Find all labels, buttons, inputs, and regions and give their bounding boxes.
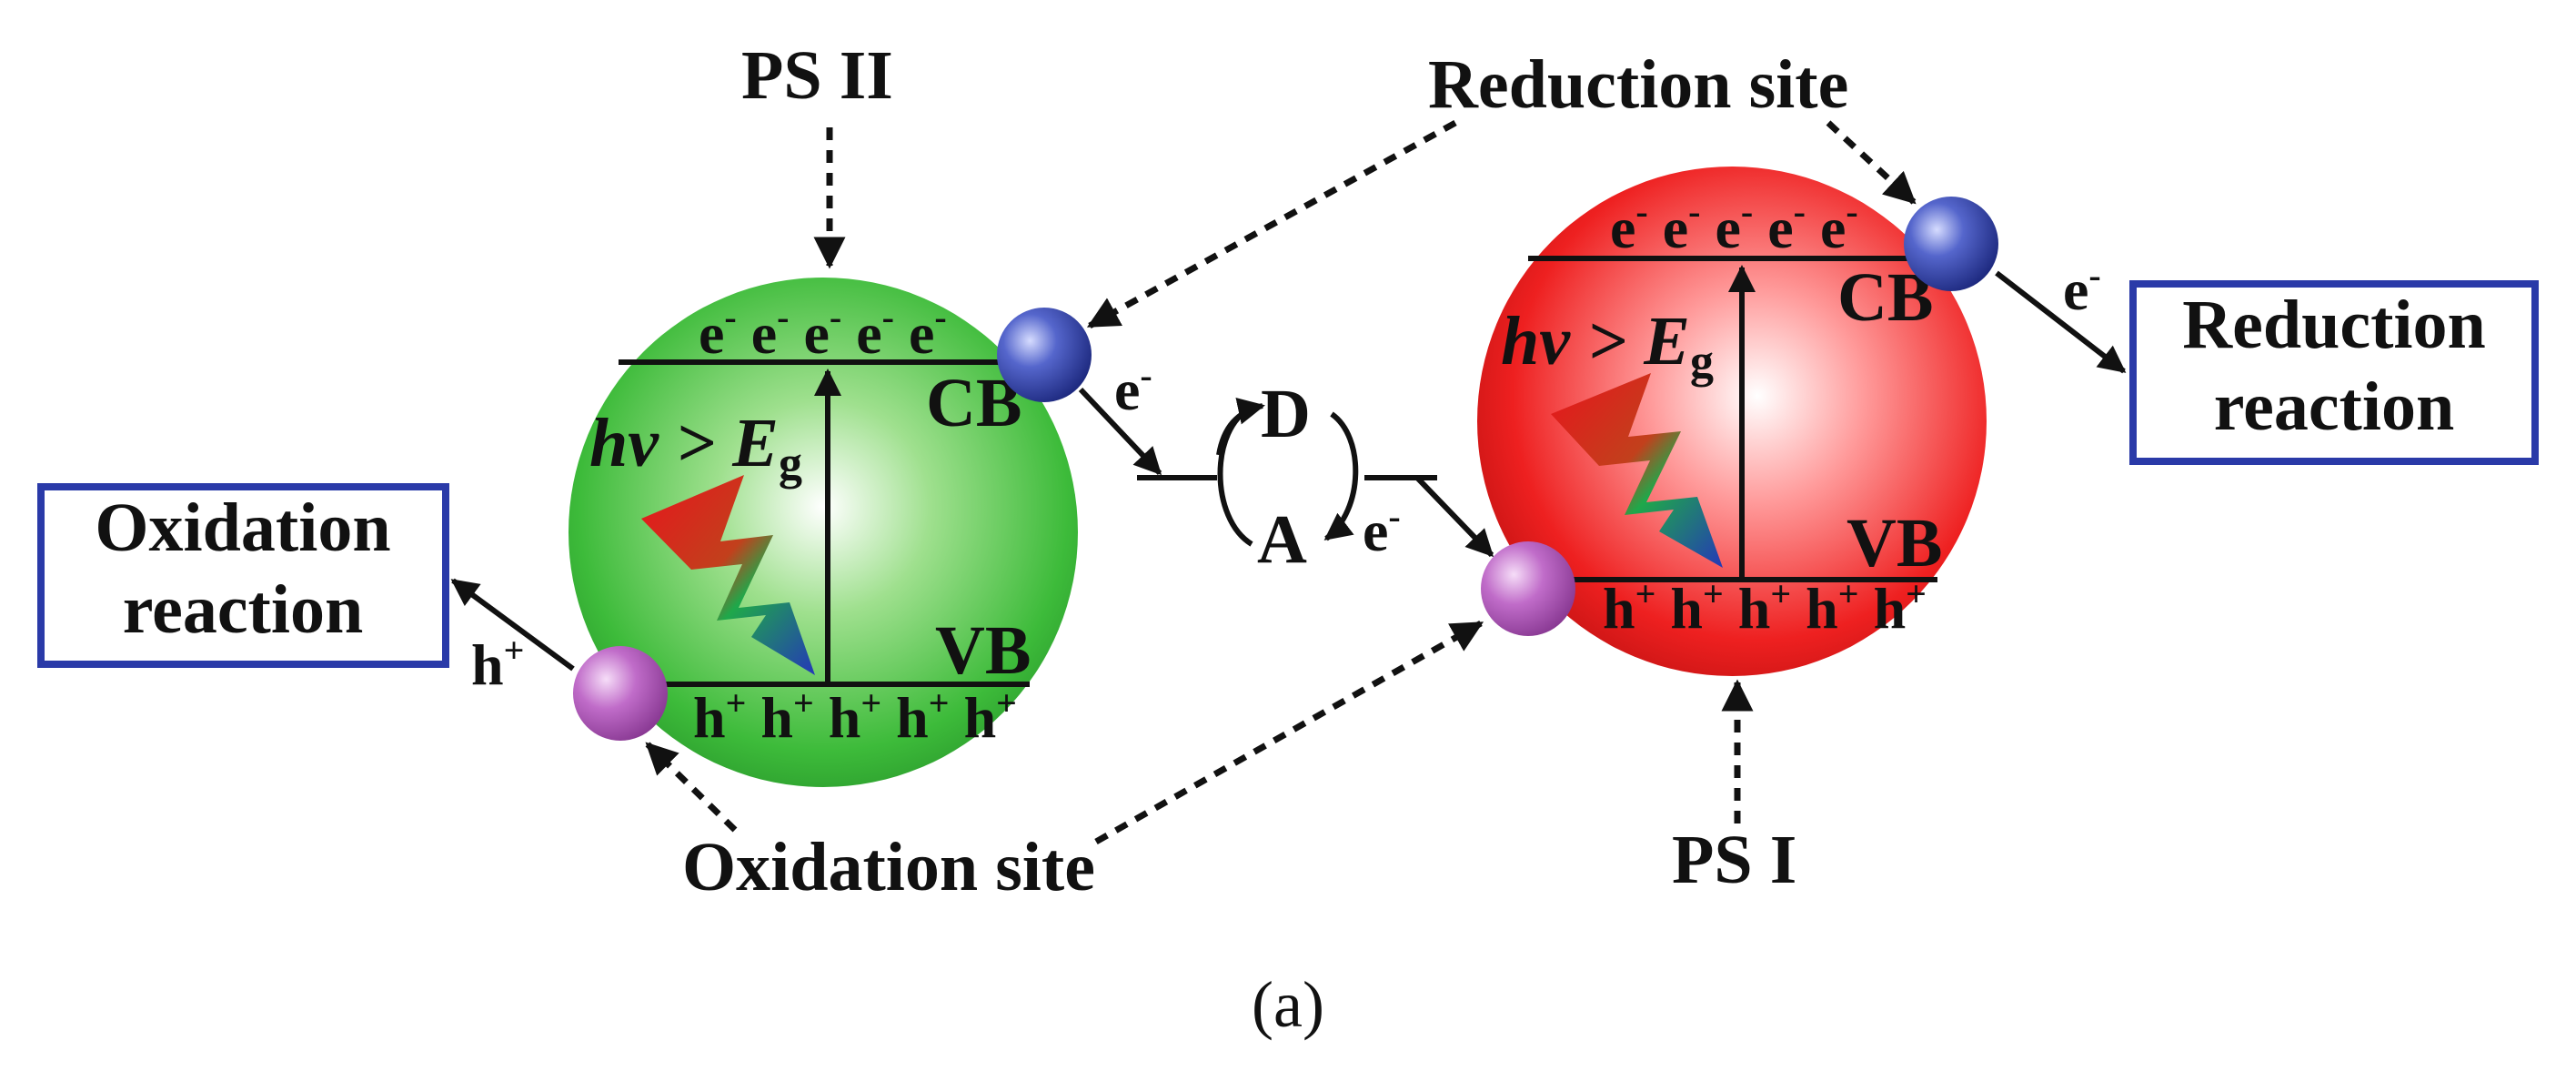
ps1-electrons: e- e- e- e- e- <box>1610 172 1858 260</box>
reduction-electron-label: e- <box>2063 255 2101 322</box>
ps1-oxidation-cocatalyst <box>1481 541 1575 636</box>
ps2-electron-label: e- <box>1114 355 1152 422</box>
ps2-vb-label: VB <box>935 612 1031 689</box>
oxidation-reaction-line2: reaction <box>123 571 364 648</box>
ps2-cb-electron-arrow <box>1078 387 1162 476</box>
ps2-hv-label: hv > Eg <box>589 405 802 490</box>
ps2-electrons: e- e- e- e- e- <box>699 278 947 366</box>
ps1-vb-electron-arrow <box>1414 475 1494 558</box>
oxidation-reaction-box: Oxidation reaction <box>37 483 449 668</box>
ps1-holes: h+ h+ h+ h+ h+ <box>1603 554 1927 641</box>
figure-caption: (a) <box>1252 968 1324 1041</box>
reduction-site-label: Reduction site <box>1428 46 1848 123</box>
mediator-electron-label: e- <box>1363 496 1401 563</box>
ps2-sphere <box>569 278 1078 787</box>
oxidation-site-pointer-to-ps2 <box>645 742 738 833</box>
ps1-lightning-bolt-icon <box>1551 373 1723 568</box>
mediator-cycle-left-arc <box>1217 405 1253 547</box>
donor-label: D <box>1261 376 1311 452</box>
mediator-cycle-right-arc <box>1323 411 1359 541</box>
ps1-sphere <box>1477 167 1987 676</box>
oxidation-site-label: Oxidation site <box>682 829 1095 905</box>
oxidation-reaction-frame <box>37 483 449 668</box>
ps1-label: PS I <box>1672 822 1796 898</box>
reduction-site-pointer-to-ps1 <box>1826 120 1917 205</box>
hole-transfer-arrow <box>450 578 575 672</box>
ps2-label: PS II <box>741 37 893 114</box>
ps1-hv-label: hv > Eg <box>1501 303 1714 388</box>
reduction-site-pointer-to-ps2 <box>1086 119 1457 329</box>
oxidation-reaction-line1: Oxidation <box>95 490 390 566</box>
mediator-cycle-left-head <box>1216 398 1265 456</box>
reduction-reaction-line1: Reduction <box>2182 287 2486 363</box>
reduction-reaction-box: Reduction reaction <box>2129 280 2539 465</box>
ps2-particle: e- e- e- e- e- CB VB h+ h+ h+ h+ h+ hv >… <box>569 278 1092 787</box>
acceptor-label: A <box>1257 501 1307 578</box>
ps2-reduction-cocatalyst <box>997 308 1092 402</box>
reduction-reaction-frame <box>2129 280 2539 465</box>
ps1-reduction-cocatalyst <box>1904 197 1998 291</box>
ps2-holes: h+ h+ h+ h+ h+ <box>693 663 1017 750</box>
ps1-vb-label: VB <box>1846 505 1943 581</box>
ps2-lightning-bolt-icon <box>641 475 815 675</box>
reduction-reaction-line2: reaction <box>2214 369 2455 445</box>
ps1-particle: e- e- e- e- e- CB VB h+ h+ h+ h+ h+ hv >… <box>1477 167 1998 676</box>
hole-label: h+ <box>471 630 524 697</box>
ps2-oxidation-cocatalyst <box>573 646 668 741</box>
electron-transfer-arrow <box>1995 270 2127 374</box>
oxidation-site-pointer-to-ps1 <box>1094 620 1484 845</box>
redox-mediator: e- D A e- <box>1078 355 1494 578</box>
